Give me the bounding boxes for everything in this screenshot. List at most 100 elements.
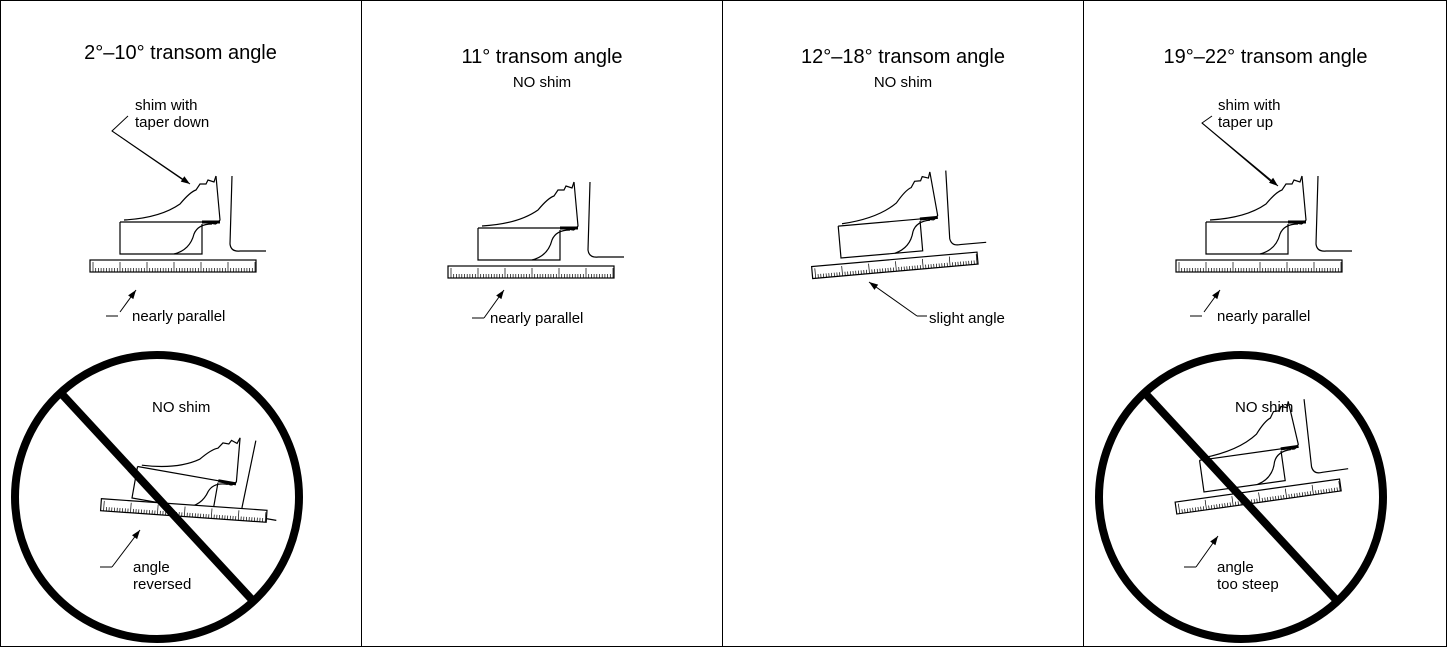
ruler: [810, 251, 979, 280]
ruler-tick: [210, 508, 213, 519]
bracket-top: [1206, 221, 1303, 225]
arrow-head: [869, 282, 879, 290]
shim-label: shim with taper down: [135, 97, 210, 131]
transducer-good: [89, 175, 266, 273]
ruler-tick: [1264, 497, 1266, 502]
arrow-shaft: [868, 281, 918, 317]
ruler-tick: [1194, 507, 1197, 512]
bracket-outline: [477, 228, 561, 261]
ruler-tick: [1210, 505, 1213, 510]
prohibited-sign: [11, 351, 303, 643]
ruler-tick: [1317, 490, 1320, 495]
ruler-tick: [1197, 506, 1199, 512]
ruler-tick: [1251, 499, 1253, 504]
panel-12-18-degrees: 12°–18° transom angle NO shim slight ang…: [723, 0, 1083, 647]
arrow-head: [1212, 290, 1220, 300]
ruler-tick: [1277, 495, 1280, 500]
ruler-tick: [1311, 484, 1314, 495]
bracket-top: [478, 227, 575, 231]
arrow-shaft: [111, 130, 191, 185]
ruler-tick: [1229, 502, 1231, 507]
ruler-tick: [1202, 506, 1205, 511]
ruler-tick: [1178, 503, 1181, 514]
bracket-top: [137, 465, 232, 486]
bracket-outline: [119, 222, 203, 255]
transducer-housing: [1209, 175, 1303, 221]
transducer-diagram: [1095, 115, 1387, 643]
ruler: [447, 265, 615, 279]
ruler-tick: [1221, 503, 1223, 508]
ruler-tick: [814, 268, 817, 279]
ruler-tick: [1309, 491, 1312, 496]
panel-divider: [361, 0, 362, 647]
ruler-tick: [1301, 492, 1304, 497]
ruler-tick: [1288, 494, 1290, 499]
ruler-tick: [868, 263, 870, 274]
arrow-shaft: [1201, 122, 1279, 187]
parallel-arrow: [483, 289, 505, 319]
prohibited-circle: [11, 351, 303, 643]
ruler-tick: [1261, 497, 1263, 502]
transducer-curve: [531, 229, 571, 261]
ruler-tick: [130, 502, 132, 513]
ruler-tick: [1293, 493, 1296, 498]
panel-divider: [722, 0, 723, 647]
ruler-tick: [1315, 490, 1317, 495]
ruler-tick: [1333, 487, 1336, 492]
ruler-tick: [841, 265, 843, 276]
ruler-tick: [1338, 481, 1341, 492]
ruler-tick: [1224, 503, 1226, 508]
ruler-tick: [1226, 502, 1229, 507]
panel-divider: [1083, 0, 1084, 647]
ruler-tick: [1331, 488, 1333, 493]
ruler-tick: [237, 510, 240, 521]
transducer-front: [1287, 401, 1299, 450]
ruler-tick: [1299, 492, 1301, 497]
transducer-curve: [894, 219, 931, 254]
too-steep-label: angle too steep: [1217, 559, 1279, 593]
ruler-tick: [264, 512, 267, 523]
ruler-tick: [1283, 494, 1285, 499]
bracket-outline: [837, 220, 924, 259]
arrow-head: [132, 530, 140, 540]
ruler-tick: [1204, 499, 1207, 510]
panel-2-10-degrees: 2°–10° transom angle shim with taper dow…: [0, 0, 361, 647]
ruler-tick: [1181, 509, 1183, 514]
transducer-diagram: [447, 181, 624, 319]
transom-line: [1303, 399, 1349, 474]
ruler-tick: [922, 258, 924, 269]
ruler: [89, 259, 257, 273]
panel-11-degrees: 11° transom angle NO shim nearly paralle…: [362, 0, 722, 647]
panel-subtitle: NO shim: [873, 74, 933, 91]
ruler-tick: [1218, 503, 1221, 508]
parallel-arrow: [119, 289, 137, 313]
ruler-tick: [1208, 505, 1210, 510]
ruler-tick: [1189, 508, 1191, 513]
transducer-curve: [1259, 223, 1299, 255]
ruler-tick: [1213, 504, 1215, 509]
ruler-tick: [1328, 488, 1330, 493]
parallel-label: nearly parallel: [1217, 308, 1311, 325]
arrow-head: [1269, 177, 1278, 186]
ruler: [1174, 478, 1342, 515]
ruler-tick: [157, 504, 159, 515]
ruler-tick: [1291, 493, 1293, 498]
transducer-diagram: [810, 170, 987, 317]
ruler-tick: [1258, 492, 1261, 503]
ruler-tick: [975, 254, 978, 265]
arrow-head: [496, 290, 504, 300]
transducer-housing: [141, 437, 241, 468]
transducer-good: [810, 170, 987, 280]
parallel-label: nearly parallel: [490, 310, 584, 327]
transom-line: [229, 175, 266, 252]
shim-leader: [111, 115, 187, 183]
panel-subtitle: NO shim: [512, 74, 572, 91]
panel-19-22-degrees: 19°–22° transom angle shim with taper up…: [1084, 0, 1447, 647]
arrow-head: [128, 290, 136, 300]
transom-line: [587, 181, 624, 258]
ruler-tick: [1256, 498, 1258, 503]
transducer-bad: [99, 437, 277, 523]
arrow-head: [1210, 536, 1218, 546]
transducer-curve: [173, 223, 213, 255]
transducer-front: [1301, 175, 1307, 225]
